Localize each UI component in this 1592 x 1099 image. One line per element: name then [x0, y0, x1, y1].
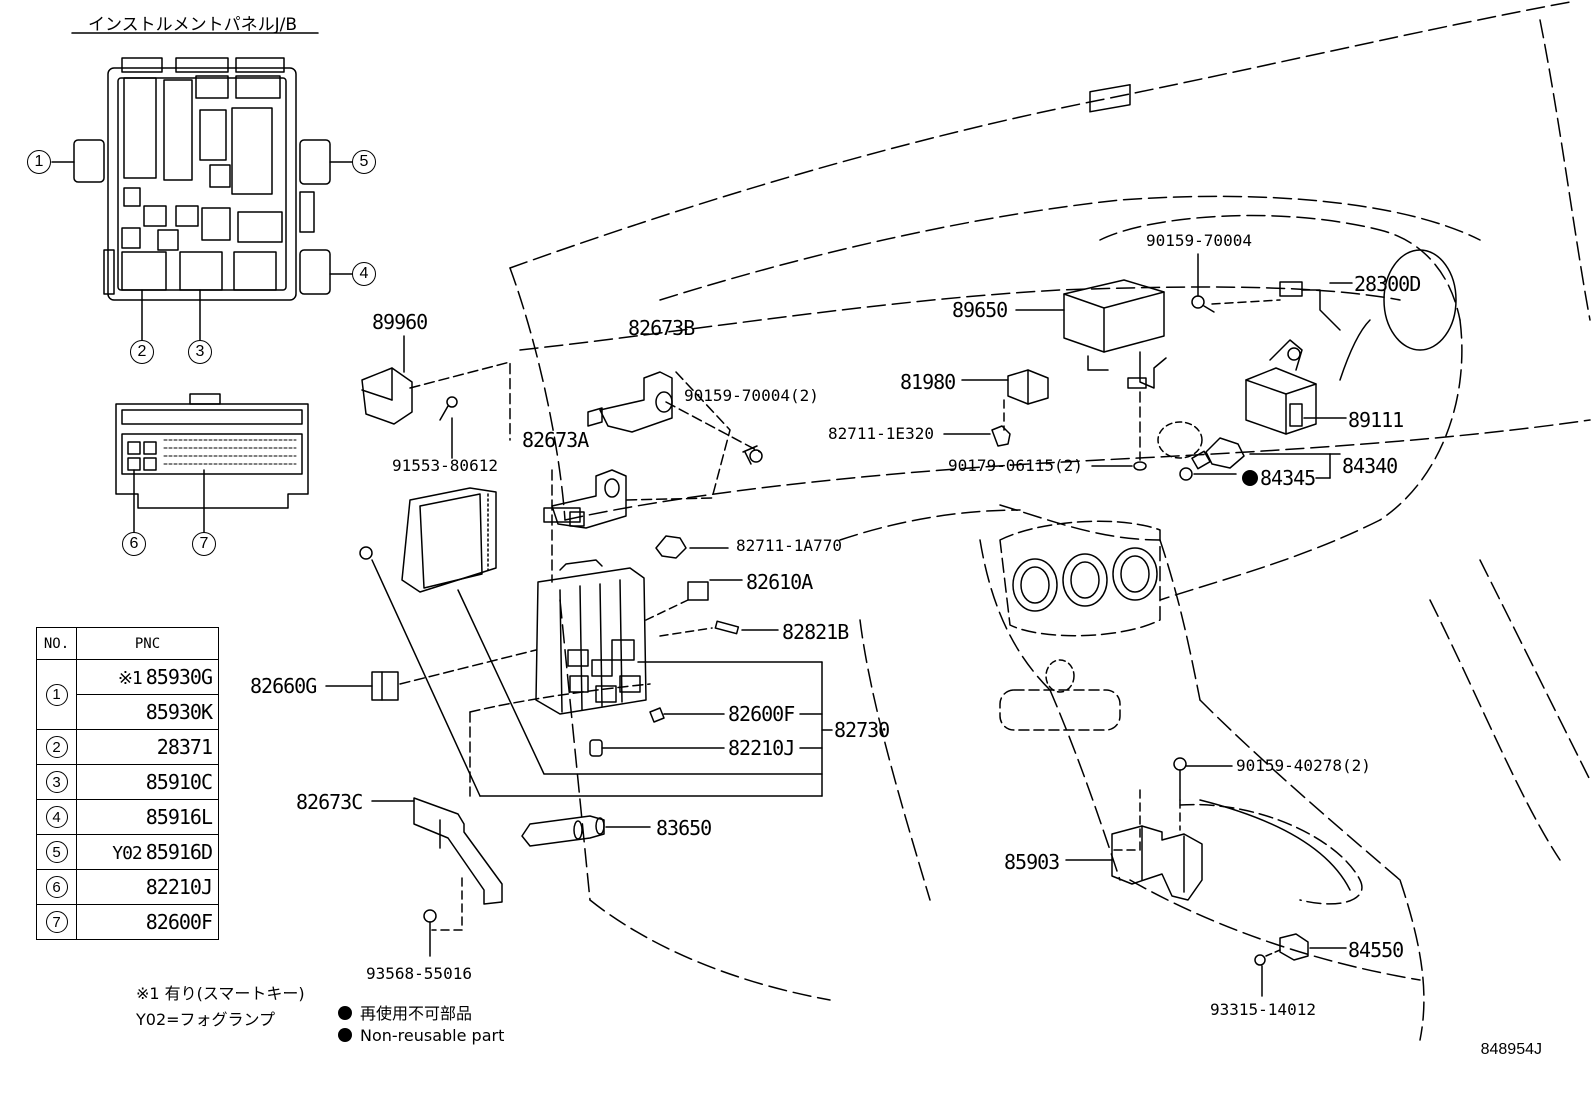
note-fog-lamp: Y02=フォグランプ — [136, 1010, 276, 1029]
non-reusable-dot-icon — [338, 1006, 352, 1020]
table-row: 3 85910C — [36, 764, 219, 800]
label-28300D: 28300D — [1354, 272, 1421, 296]
row-no: 2 — [45, 736, 68, 758]
junction-block-rear-view — [115, 393, 309, 533]
row-no: 1 — [45, 683, 68, 706]
center-console — [999, 249, 1457, 905]
callout-4: 4 — [352, 262, 376, 286]
circuit-board — [401, 487, 497, 593]
label-82210J: 82210J — [728, 736, 795, 760]
row-no: 3 — [45, 771, 68, 793]
callout-3: 3 — [188, 340, 212, 364]
legend-en-text: Non-reusable part — [360, 1026, 505, 1045]
label-84550: 84550 — [1348, 938, 1404, 962]
legend-non-reusable-en: Non-reusable part — [338, 1026, 504, 1045]
instrument-panel-outline — [509, 1, 1591, 1041]
label-82610A: 82610A — [746, 570, 813, 594]
diagram-id: 848954J — [1480, 1041, 1542, 1058]
row-pnc: 85916L — [145, 805, 213, 829]
label-93315-14012: 93315-14012 — [1210, 1000, 1316, 1019]
label-90159-70004-2: 90159-70004(2) — [684, 386, 819, 405]
junction-block-top-view — [51, 57, 353, 341]
label-81980: 81980 — [900, 370, 956, 394]
row-no: 4 — [45, 806, 68, 828]
label-90159-70004: 90159-70004 — [1146, 231, 1252, 250]
row-pnc: 82210J — [145, 875, 213, 899]
label-82711-1A770: 82711-1A770 — [736, 536, 842, 555]
label-90159-40278-2: 90159-40278(2) — [1236, 756, 1371, 775]
label-84340: 84340 — [1342, 454, 1398, 478]
legend-jp-text: 再使用不可部品 — [360, 1004, 473, 1023]
label-82711-1E320: 82711-1E320 — [828, 424, 934, 443]
label-82821B: 82821B — [782, 620, 849, 644]
non-reusable-dot-icon — [338, 1028, 352, 1042]
label-89650: 89650 — [952, 298, 1008, 322]
table-header-pnc: PNC — [76, 627, 219, 660]
table-row: 6 82210J — [36, 869, 219, 905]
label-82673C: 82673C — [296, 790, 363, 814]
module-89111 — [1245, 339, 1317, 435]
label-90179-06115-2: 90179-06115(2) — [948, 456, 1083, 475]
label-82600F: 82600F — [728, 702, 795, 726]
row-prefix: ※1 — [117, 668, 143, 689]
part-83650-shape — [521, 815, 605, 847]
row-prefix: Y02 — [112, 843, 142, 864]
bracket-85903 — [1111, 825, 1203, 901]
row-pnc: 85910C — [145, 770, 213, 794]
table-row: 2 28371 — [36, 729, 219, 765]
note-smart-key: ※1 有り(スマートキー) — [136, 984, 305, 1003]
callout-5: 5 — [352, 150, 376, 174]
callout-7: 7 — [192, 532, 216, 556]
bracket-82673A — [543, 469, 627, 529]
label-89111: 89111 — [1348, 408, 1404, 432]
row-pnc: 85930G — [145, 665, 213, 689]
label-83650: 83650 — [656, 816, 712, 840]
callout-6: 6 — [122, 532, 146, 556]
label-91553-80612: 91553-80612 — [392, 456, 498, 475]
sensor-84340 — [1191, 437, 1245, 470]
row-no: 7 — [45, 911, 68, 933]
bracket-82673C — [413, 797, 503, 905]
label-84345: 84345 — [1260, 466, 1316, 490]
table-row: 4 85916L — [36, 799, 219, 835]
label-93568-55016: 93568-55016 — [366, 964, 472, 983]
callout-2: 2 — [130, 340, 154, 364]
row-pnc: 28371 — [156, 735, 213, 759]
legend-non-reusable-jp: 再使用不可部品 — [338, 1000, 472, 1024]
row-no: 6 — [45, 876, 68, 898]
table-row: 85930K — [37, 694, 219, 730]
label-82730: 82730 — [834, 718, 890, 742]
switch-81980 — [1007, 369, 1049, 405]
row-pnc: 85916D — [145, 840, 213, 864]
row-pnc: 85930K — [145, 700, 213, 724]
part-89960-shape — [361, 335, 413, 425]
junction-block-title: インストルメントパネルJ/B — [88, 15, 298, 35]
row-pnc: 82600F — [145, 910, 213, 934]
label-82660G: 82660G — [250, 674, 317, 698]
label-85903: 85903 — [1004, 850, 1060, 874]
bracket-82673B — [587, 371, 673, 433]
module-89650 — [1063, 83, 1167, 389]
label-89960: 89960 — [372, 310, 428, 334]
row-no: 5 — [45, 841, 68, 863]
label-82673A: 82673A — [522, 428, 589, 452]
table-header-no: NO. — [36, 627, 77, 660]
callout-1: 1 — [27, 150, 51, 174]
table-row: 7 82600F — [36, 904, 219, 940]
label-82673B: 82673B — [628, 316, 695, 340]
